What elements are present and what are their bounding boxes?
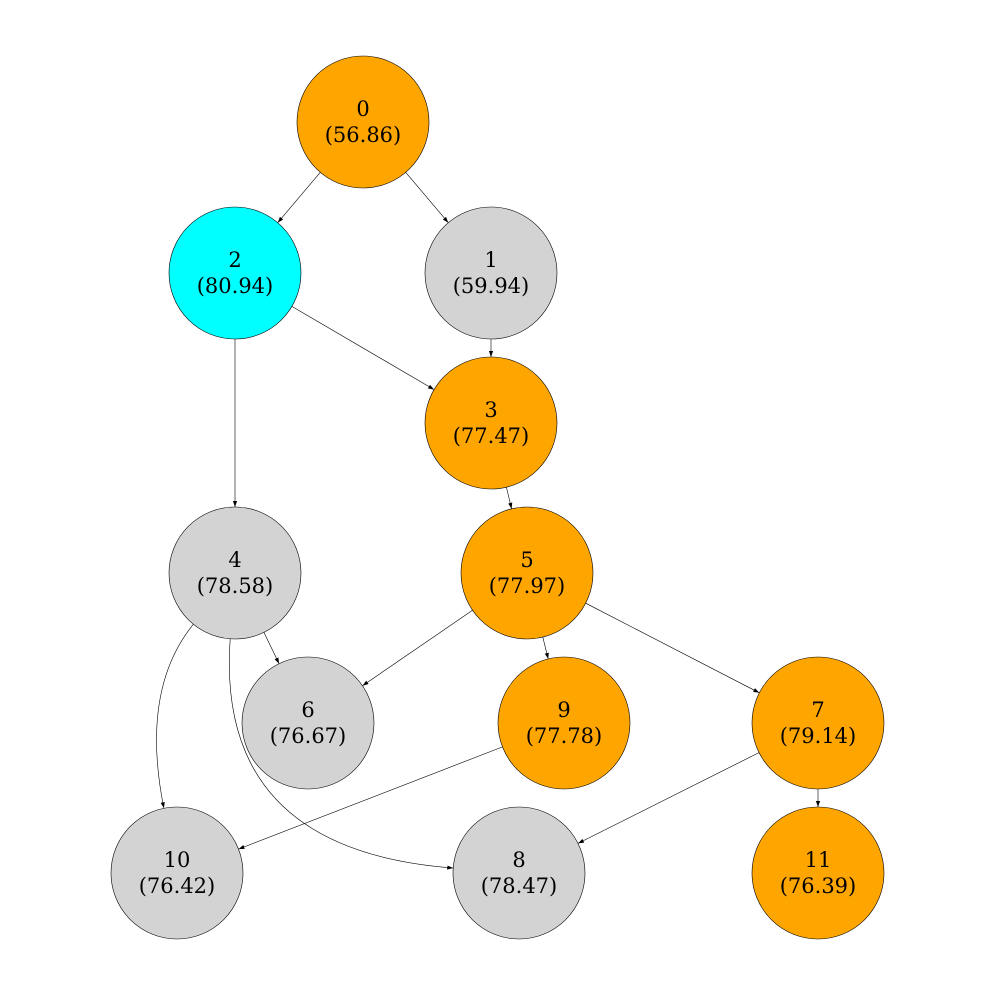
node-circle-3 bbox=[424, 356, 558, 490]
node-value-4: (78.58) bbox=[197, 574, 274, 598]
edge-0-2 bbox=[277, 172, 321, 223]
node-circle-8 bbox=[452, 806, 586, 940]
node-value-9: (77.78) bbox=[526, 724, 603, 748]
edges-layer bbox=[156, 172, 821, 870]
node-value-7: (79.14) bbox=[780, 724, 857, 748]
node-label-0: 0 bbox=[356, 97, 369, 121]
node-5: 5(77.97) bbox=[460, 506, 594, 640]
node-label-8: 8 bbox=[512, 848, 525, 872]
node-label-4: 4 bbox=[228, 548, 241, 572]
node-value-5: (77.97) bbox=[489, 574, 566, 598]
node-circle-6 bbox=[241, 656, 375, 790]
nodes-layer: 0(56.86) 1(59.94) 2(80.94) 3(77.47) 4(78.58)… bbox=[110, 55, 885, 940]
edge-0-1 bbox=[405, 172, 449, 223]
edge-9-10 bbox=[238, 746, 503, 850]
node-label-2: 2 bbox=[228, 248, 241, 272]
edge-5-6 bbox=[362, 610, 473, 686]
node-11: 11(76.39) bbox=[751, 806, 885, 940]
node-label-9: 9 bbox=[557, 698, 570, 722]
edge-5-9 bbox=[542, 637, 549, 659]
node-value-0: (56.86) bbox=[325, 123, 402, 147]
node-value-6: (76.67) bbox=[270, 724, 347, 748]
edge-2-3 bbox=[291, 306, 435, 390]
node-value-2: (80.94) bbox=[197, 274, 274, 298]
node-7: 7(79.14) bbox=[751, 656, 885, 790]
node-label-3: 3 bbox=[484, 398, 497, 422]
node-circle-0 bbox=[296, 55, 430, 189]
edge-4-10 bbox=[156, 624, 194, 809]
node-value-11: (76.39) bbox=[780, 874, 857, 898]
node-circle-11 bbox=[751, 806, 885, 940]
node-8: 8(78.47) bbox=[452, 806, 586, 940]
edge-3-5 bbox=[506, 487, 513, 509]
node-label-11: 11 bbox=[805, 848, 832, 872]
node-2: 2(80.94) bbox=[168, 206, 302, 340]
edge-7-8 bbox=[577, 752, 760, 844]
node-0: 0(56.86) bbox=[296, 55, 430, 189]
node-circle-2 bbox=[168, 206, 302, 340]
node-value-3: (77.47) bbox=[453, 424, 530, 448]
node-1: 1(59.94) bbox=[424, 206, 558, 340]
edge-5-7 bbox=[585, 602, 760, 694]
node-4: 4(78.58) bbox=[168, 506, 302, 640]
node-6: 6(76.67) bbox=[241, 656, 375, 790]
node-3: 3(77.47) bbox=[424, 356, 558, 490]
node-circle-10 bbox=[110, 806, 244, 940]
node-value-1: (59.94) bbox=[453, 274, 530, 298]
node-10: 10(76.42) bbox=[110, 806, 244, 940]
node-circle-9 bbox=[497, 656, 631, 790]
node-label-1: 1 bbox=[484, 248, 497, 272]
node-circle-7 bbox=[751, 656, 885, 790]
node-circle-4 bbox=[168, 506, 302, 640]
edge-4-8 bbox=[229, 638, 454, 870]
node-label-7: 7 bbox=[811, 698, 824, 722]
node-9: 9(77.78) bbox=[497, 656, 631, 790]
node-label-5: 5 bbox=[520, 548, 533, 572]
node-value-10: (76.42) bbox=[139, 874, 216, 898]
node-label-10: 10 bbox=[164, 848, 191, 872]
node-circle-5 bbox=[460, 506, 594, 640]
node-circle-1 bbox=[424, 206, 558, 340]
node-value-8: (78.47) bbox=[481, 874, 558, 898]
node-label-6: 6 bbox=[301, 698, 314, 722]
edge-4-6 bbox=[263, 632, 280, 664]
